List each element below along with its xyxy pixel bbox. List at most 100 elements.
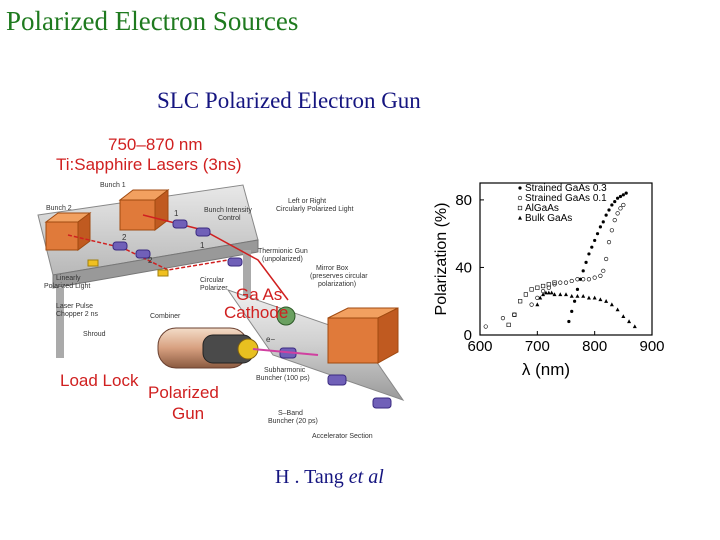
- data-point: [535, 285, 540, 290]
- x-tick-label: 800: [582, 338, 607, 355]
- accelerator-label: Accelerator Section: [312, 433, 373, 440]
- bunch-intensity-label-2: Control: [218, 215, 241, 222]
- data-point: [564, 292, 568, 297]
- data-point: [543, 290, 548, 295]
- mirror-box-label-3: polarization): [318, 281, 356, 288]
- data-point: [593, 238, 597, 243]
- data-point: [586, 277, 592, 282]
- data-point: [595, 232, 600, 236]
- sband-label-1: S–Band: [278, 410, 303, 417]
- combiner-label: Combiner: [150, 313, 181, 320]
- combiner-block: [157, 269, 169, 277]
- num-1-a: 1: [174, 209, 179, 218]
- left-right-label-1: Left or Right: [288, 198, 326, 205]
- data-point: [552, 292, 557, 297]
- data-point: [621, 193, 625, 197]
- data-point: [613, 199, 617, 204]
- data-point: [569, 278, 574, 284]
- circular-pol-label-2: Polarizer: [200, 285, 228, 292]
- data-point: [523, 292, 528, 297]
- data-point: [578, 277, 582, 281]
- data-point: [518, 186, 522, 190]
- data-point: [581, 293, 586, 298]
- mirror-box-label-1: Mirror Box: [316, 265, 349, 272]
- data-point: [567, 319, 571, 324]
- data-point: [627, 319, 632, 324]
- data-point: [549, 290, 554, 295]
- sband-label-2: Buncher (20 ps): [268, 418, 318, 425]
- data-point: [601, 220, 605, 224]
- thermionic-label-2: (unpolarized): [262, 256, 303, 263]
- subharmonic-label-2: Buncher (100 ps): [256, 375, 310, 382]
- series-0: [567, 191, 628, 324]
- data-point: [601, 268, 606, 273]
- data-point: [604, 213, 608, 217]
- data-point: [569, 293, 574, 298]
- legend-entry: Strained GaAs 0.1: [525, 193, 607, 204]
- data-point: [506, 322, 511, 327]
- data-point: [624, 191, 628, 195]
- load-lock-label: Load Lock: [60, 371, 139, 390]
- data-point: [483, 324, 488, 329]
- laser-range-label: 750–870 nm: [108, 135, 203, 154]
- data-point: [512, 312, 517, 317]
- slide-subtitle: SLC Polarized Electron Gun: [157, 88, 421, 113]
- data-point: [518, 215, 522, 220]
- beam-pipe: [226, 289, 405, 401]
- data-point: [592, 275, 597, 280]
- linear-pol-label-2: Polarized Light: [44, 283, 90, 290]
- data-point: [604, 256, 609, 262]
- data-point: [546, 290, 551, 295]
- num-2-a: 2: [122, 233, 127, 242]
- gun-diagram: 750–870 nm Ti:Sapphire Lasers (3ns) Bunc…: [37, 135, 405, 440]
- data-point: [609, 228, 614, 233]
- data-point: [604, 299, 609, 303]
- data-point: [616, 196, 620, 200]
- gaas-label-1: Ga As: [236, 285, 282, 304]
- thermionic-label-1: Thermionic Gun: [258, 248, 308, 255]
- data-point: [618, 194, 623, 199]
- credit-name: H . Tang: [275, 466, 349, 488]
- y-axis-label: Polarization (%): [433, 203, 450, 316]
- data-point: [517, 205, 523, 211]
- data-point: [575, 287, 580, 291]
- laser-pulse-label-2: Chopper 2 ns: [56, 311, 99, 318]
- laser-box-1: [118, 188, 170, 232]
- electron-label: e−: [266, 335, 275, 344]
- num-2-b: 2: [148, 256, 153, 265]
- data-point: [575, 277, 580, 282]
- laser-box-2: [44, 212, 92, 251]
- laser-type-label: Ti:Sapphire Lasers (3ns): [56, 155, 242, 174]
- data-point: [607, 208, 611, 212]
- data-point: [546, 282, 551, 287]
- y-tick-label: 80: [455, 192, 472, 209]
- legend-entry: AlGaAs: [525, 203, 559, 214]
- data-point: [621, 202, 626, 208]
- data-point: [535, 302, 540, 307]
- data-point: [618, 206, 623, 211]
- y-tick-label: 0: [464, 327, 472, 344]
- left-right-label-2: Circularly Polarized Light: [276, 206, 353, 213]
- data-point: [517, 195, 523, 201]
- data-point: [518, 299, 523, 304]
- data-point: [573, 299, 577, 303]
- data-point: [615, 211, 620, 216]
- shroud-label: Shroud: [83, 331, 106, 338]
- plot-frame-box: [479, 182, 653, 336]
- laser-path-2: [67, 234, 229, 271]
- polarized-gun-label-1: Polarized: [148, 383, 219, 402]
- data-point: [541, 292, 546, 297]
- data-point: [581, 277, 586, 282]
- data-point: [546, 285, 551, 290]
- data-point: [529, 287, 534, 292]
- circular-pol-label-1: Circular: [200, 277, 225, 284]
- x-tick-label: 600: [467, 338, 492, 355]
- data-point: [590, 245, 594, 249]
- data-point: [612, 218, 617, 223]
- x-tick-label: 900: [639, 338, 664, 355]
- data-point: [563, 280, 569, 285]
- series-2: [506, 280, 557, 327]
- data-point: [581, 269, 585, 273]
- data-point: [575, 293, 580, 298]
- data-point: [586, 295, 591, 300]
